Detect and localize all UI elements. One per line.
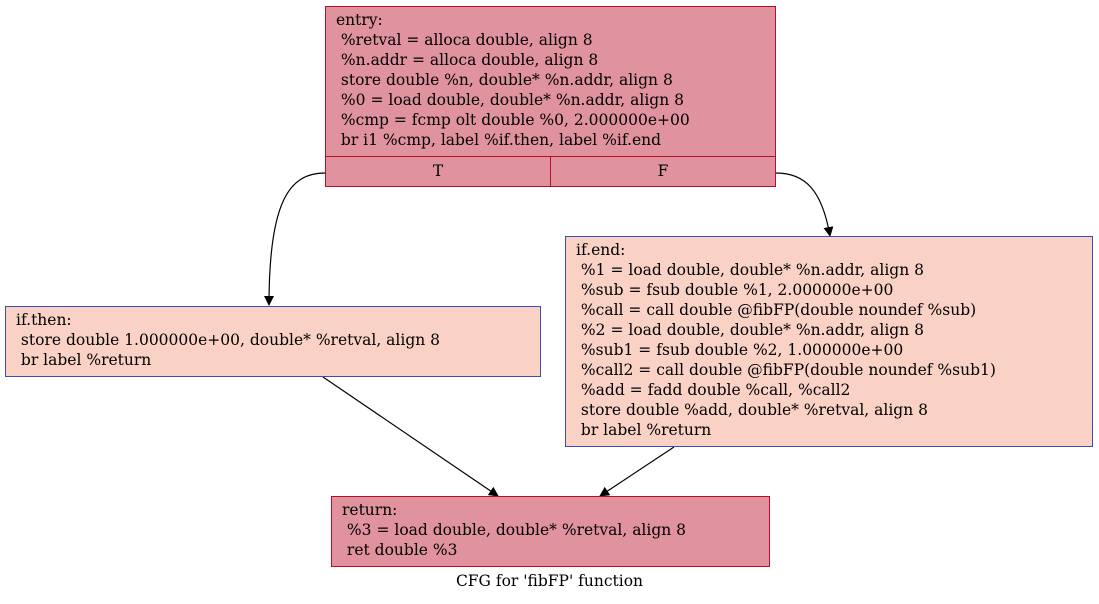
instruction-line: %n.addr = alloca double, align 8 (336, 51, 599, 69)
instruction-line: %3 = load double, double* %retval, align… (342, 521, 687, 539)
instruction-line: store double 1.000000e+00, double* %retv… (16, 331, 441, 349)
instruction-line: %call2 = call double @fibFP(double nound… (576, 361, 996, 379)
node-entry-branch-ports: T F (326, 156, 775, 186)
edge-entry-false-to-if-end (775, 172, 834, 237)
edge-if-then-to-return (322, 376, 499, 497)
port-false[interactable]: F (550, 157, 775, 186)
node-label: return: (342, 501, 398, 519)
port-true[interactable]: T (432, 162, 444, 180)
node-return[interactable]: return: %3 = load double, double* %retva… (331, 496, 770, 567)
instruction-line: store double %add, double* %retval, alig… (576, 401, 928, 419)
instruction-line: br label %return (576, 421, 712, 439)
instruction-line: ret double %3 (342, 541, 458, 559)
instruction-line: %cmp = fcmp olt double %0, 2.000000e+00 (336, 111, 690, 129)
instruction-line: %call = call double @fibFP(double nounde… (576, 301, 977, 319)
node-label: entry: (336, 11, 383, 29)
edge-if-end-to-return (599, 446, 675, 497)
graph-caption: CFG for 'fibFP' function (455, 572, 644, 590)
node-label: if.then: (16, 311, 72, 329)
node-label: if.end: (576, 241, 626, 259)
instruction-line: %1 = load double, double* %n.addr, align… (576, 261, 924, 279)
node-return-code: return: %3 = load double, double* %retva… (332, 497, 769, 560)
instruction-line: %retval = alloca double, align 8 (336, 31, 593, 49)
instruction-line: store double %n, double* %n.addr, align … (336, 71, 673, 89)
instruction-line: br i1 %cmp, label %if.then, label %if.en… (336, 131, 662, 149)
node-entry[interactable]: entry: %retval = alloca double, align 8 … (325, 6, 776, 187)
instruction-line: %sub1 = fsub double %2, 1.000000e+00 (576, 341, 904, 359)
node-if-end[interactable]: if.end: %1 = load double, double* %n.add… (565, 236, 1093, 447)
edge-entry-true-to-if-then (264, 172, 326, 306)
node-if-then-code: if.then: store double 1.000000e+00, doub… (6, 307, 540, 370)
instruction-line: br label %return (16, 351, 152, 369)
node-if-then[interactable]: if.then: store double 1.000000e+00, doub… (5, 306, 541, 377)
instruction-line: %add = fadd double %call, %call2 (576, 381, 851, 399)
node-entry-code: entry: %retval = alloca double, align 8 … (326, 7, 775, 150)
instruction-line: %2 = load double, double* %n.addr, align… (576, 321, 924, 339)
instruction-line: %sub = fsub double %1, 2.000000e+00 (576, 281, 894, 299)
instruction-line: %0 = load double, double* %n.addr, align… (336, 91, 684, 109)
node-if-end-code: if.end: %1 = load double, double* %n.add… (566, 237, 1092, 440)
